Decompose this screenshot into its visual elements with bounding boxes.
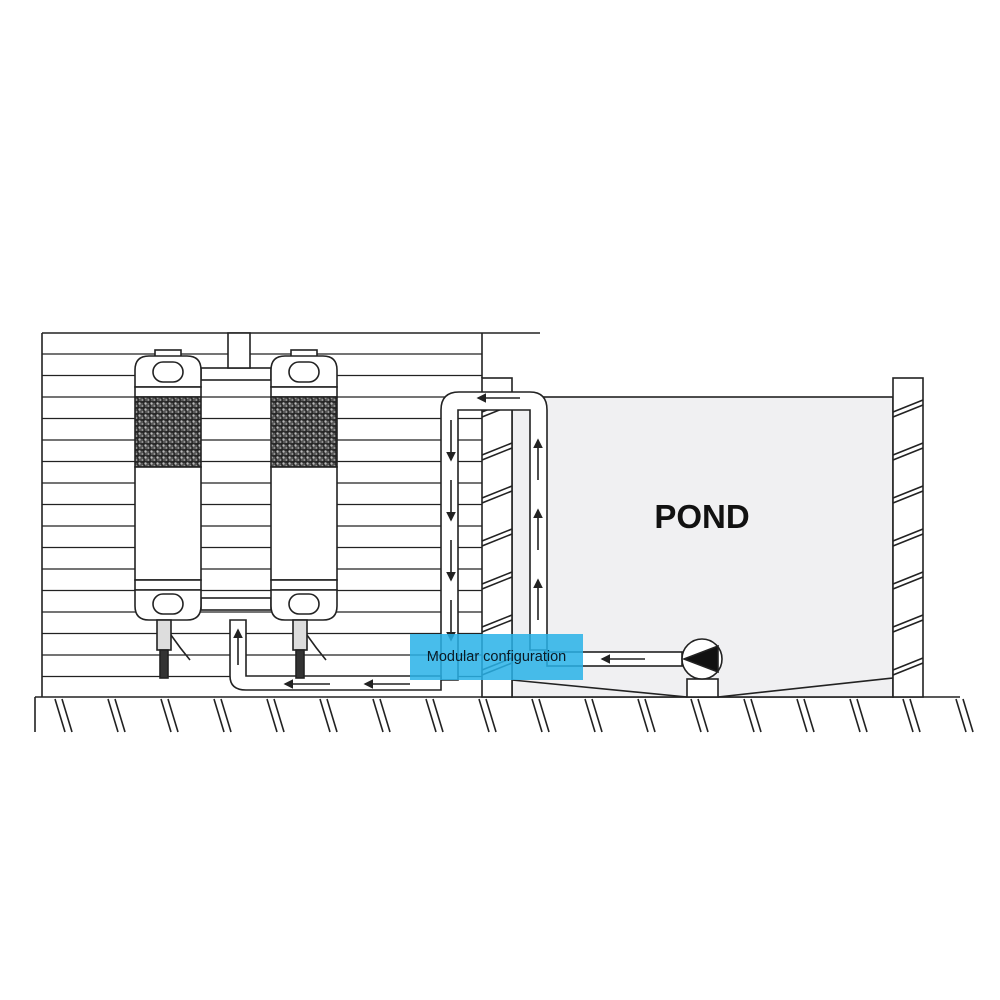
ground-hatching bbox=[34, 696, 974, 733]
filter-canister bbox=[134, 349, 202, 679]
pump bbox=[681, 638, 723, 698]
fence-planks bbox=[41, 332, 540, 697]
pond-label: POND bbox=[654, 498, 750, 535]
filter-canisters bbox=[134, 349, 338, 679]
filter-canister bbox=[270, 349, 338, 679]
caption-label: Modular configuration bbox=[410, 634, 583, 680]
